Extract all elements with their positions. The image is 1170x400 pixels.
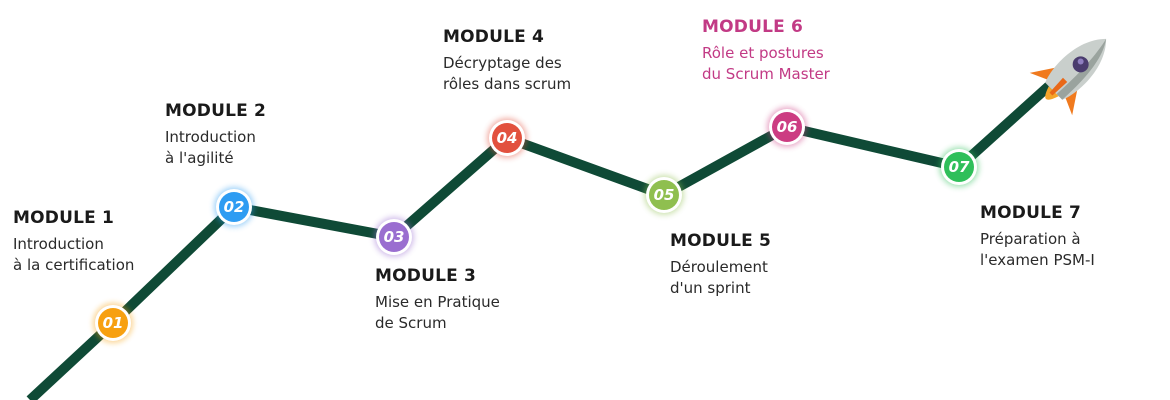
node-number: 06 <box>777 118 798 136</box>
module-node-02: 02 <box>214 187 254 227</box>
module-title: MODULE 6 <box>702 17 804 37</box>
node-number: 07 <box>949 158 970 176</box>
module-description: Décryptage des rôles dans scrum <box>443 54 572 93</box>
module-title: MODULE 2 <box>165 101 267 121</box>
module-description: Préparation à l'examen PSM-I <box>980 230 1095 269</box>
node-circle <box>219 192 249 222</box>
node-circle <box>379 222 409 252</box>
module-title: MODULE 7 <box>980 203 1082 223</box>
node-number: 01 <box>103 314 124 332</box>
module-description: Introduction à l'agilité <box>165 128 256 167</box>
module-title: MODULE 4 <box>443 27 545 47</box>
module-label-07: MODULE 7 Préparation à l'examen PSM-I <box>980 203 1095 271</box>
node-circle <box>492 123 522 153</box>
rocket-icon <box>1029 38 1107 116</box>
node-number: 05 <box>654 186 675 204</box>
module-node-03: 03 <box>374 217 414 257</box>
module-description: Déroulement d'un sprint <box>670 258 768 297</box>
module-label-04: MODULE 4 Décryptage des rôles dans scrum <box>443 27 571 95</box>
module-node-07: 07 <box>939 147 979 187</box>
node-circle <box>649 180 679 210</box>
node-number: 02 <box>224 198 245 216</box>
module-node-01: 01 <box>93 303 133 343</box>
module-node-04: 04 <box>487 118 527 158</box>
module-label-02: MODULE 2 Introduction à l'agilité <box>165 101 266 169</box>
node-circle <box>98 308 128 338</box>
module-label-03: MODULE 3 Mise en Pratique de Scrum <box>375 266 500 334</box>
module-label-05: MODULE 5 Déroulement d'un sprint <box>670 231 771 299</box>
node-circle <box>944 152 974 182</box>
module-title: MODULE 5 <box>670 231 772 251</box>
module-node-06: 06 <box>767 107 807 147</box>
module-description: Introduction à la certification <box>13 235 135 274</box>
node-number: 03 <box>384 228 405 246</box>
module-label-06: MODULE 6 Rôle et postures du Scrum Master <box>702 17 830 85</box>
module-title: MODULE 3 <box>375 266 477 286</box>
node-number: 04 <box>497 129 518 147</box>
module-title: MODULE 1 <box>13 208 115 228</box>
module-description: Rôle et postures du Scrum Master <box>702 44 830 83</box>
module-description: Mise en Pratique de Scrum <box>375 293 500 332</box>
module-label-01: MODULE 1 Introduction à la certification <box>13 208 134 276</box>
module-node-05: 05 <box>644 175 684 215</box>
node-circle <box>772 112 802 142</box>
